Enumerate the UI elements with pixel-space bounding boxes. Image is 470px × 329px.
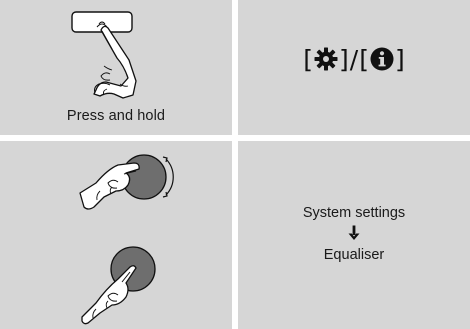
step-menu-path: System settings Equaliser [238,141,470,329]
settings-gear-icon [313,46,339,72]
menu-path: System settings Equaliser [238,203,470,265]
open-bracket: [ [359,47,369,72]
step-press-and-hold: Press and hold [0,0,232,135]
menu-item-equaliser: Equaliser [238,245,470,265]
close-bracket: ] [395,47,405,72]
press-and-hold-caption: Press and hold [0,108,232,124]
finger-pressing-button-illustration [0,0,232,105]
step-settings-info-keys: [ ] / [ [238,0,470,135]
key-sequence: [ ] / [ [238,46,470,72]
arrow-down-icon [238,225,470,245]
close-bracket: ] [339,47,349,72]
separator-slash: / [349,47,359,72]
info-icon [369,46,395,72]
finger-turning-and-pressing-knob-illustration [0,141,232,329]
menu-item-system-settings: System settings [238,203,470,223]
open-bracket: [ [303,47,313,72]
step-rotate-and-press-knob [0,141,232,329]
